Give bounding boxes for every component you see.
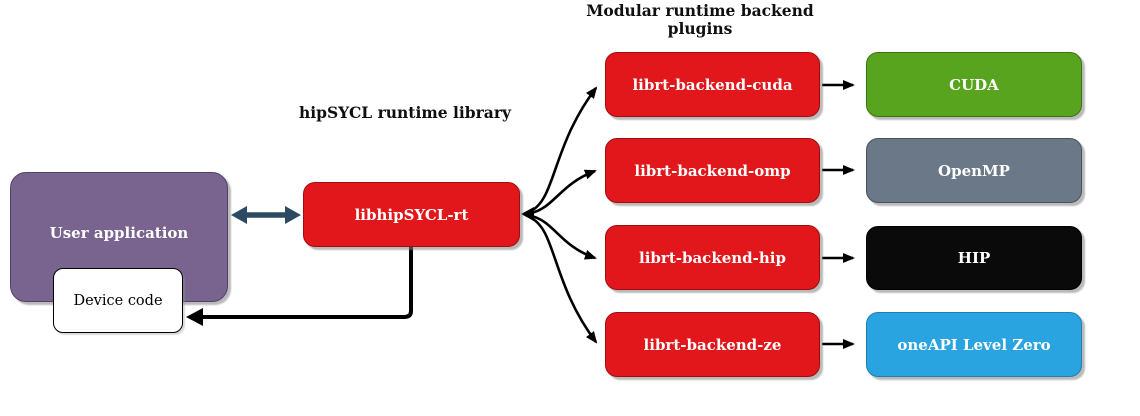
backend-omp-label: librt-backend-omp [634,161,791,180]
fan-curve-ze [530,216,598,344]
user-rt-bidirectional-arrow [231,206,301,224]
target-level-zero-node: oneAPI Level Zero [866,312,1082,377]
backend-hip-node: librt-backend-hip [605,225,820,290]
plugins-title: Modular runtime backend plugins [560,2,840,38]
target-cuda-label: CUDA [949,75,999,94]
target-hip-node: HIP [866,226,1082,290]
fan-curve-omp [530,169,597,215]
backend-ze-label: librt-backend-ze [643,335,782,354]
fan-curve-cuda [530,86,598,213]
target-openmp-label: OpenMP [938,161,1010,180]
backend-cuda-label: librt-backend-cuda [632,75,793,94]
backend-cuda-node: librt-backend-cuda [605,52,820,117]
device-code-label: Device code [73,292,163,309]
libhipsycl-rt-label: libhipSYCL-rt [354,205,469,224]
target-cuda-node: CUDA [866,52,1082,117]
plugins-title-line2: plugins [667,19,733,38]
libhipsycl-rt-node: libhipSYCL-rt [303,182,520,247]
device-code-node: Device code [53,268,183,333]
plugins-title-line1: Modular runtime backend [586,1,814,20]
fan-left-arrowhead [521,207,534,221]
backend-hip-label: librt-backend-hip [639,248,786,267]
runtime-library-title: hipSYCL runtime library [298,103,512,122]
backend-target-arrows [822,80,855,349]
target-openmp-node: OpenMP [866,138,1082,203]
backend-omp-node: librt-backend-omp [605,138,820,203]
target-level-zero-label: oneAPI Level Zero [897,335,1051,354]
backend-ze-node: librt-backend-ze [605,312,820,377]
target-hip-label: HIP [957,249,991,267]
rt-to-backends-fan [530,86,598,344]
user-application-label: User application [49,224,189,242]
fan-curve-hip [530,214,597,260]
